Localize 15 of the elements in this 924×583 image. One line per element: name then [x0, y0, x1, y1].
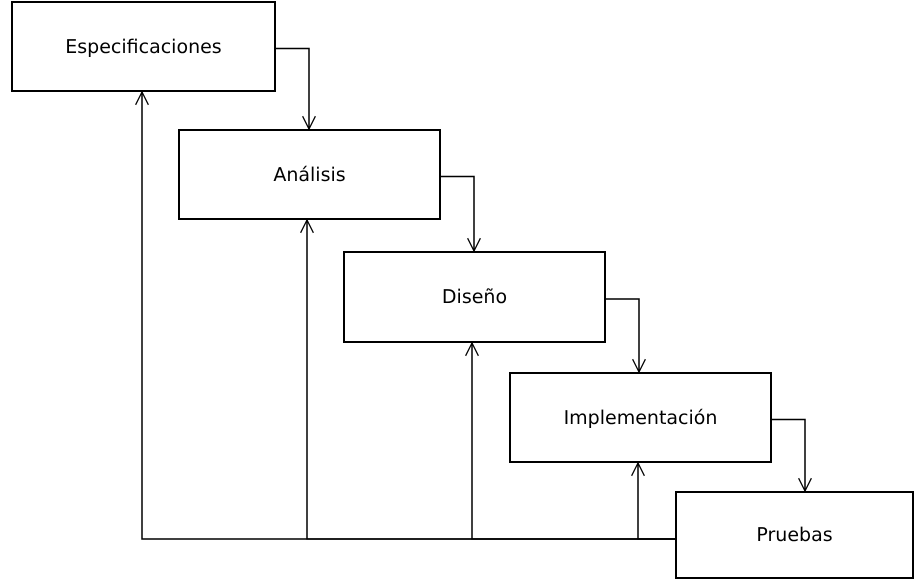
box-label: Pruebas	[756, 524, 833, 546]
arrow	[276, 48, 316, 130]
arrow	[772, 418, 812, 492]
process-box	[11, 1, 276, 92]
box-label: Especificaciones	[65, 36, 222, 58]
arrow	[630, 462, 675, 540]
box-label: Implementación	[564, 406, 718, 428]
process-box	[343, 251, 606, 343]
box-label: Análisis	[273, 164, 346, 186]
box-label: Diseño	[442, 286, 508, 308]
arrow	[441, 176, 482, 252]
arrow	[606, 298, 646, 373]
process-box	[509, 372, 772, 463]
process-box	[178, 129, 441, 220]
process-box	[675, 491, 914, 579]
